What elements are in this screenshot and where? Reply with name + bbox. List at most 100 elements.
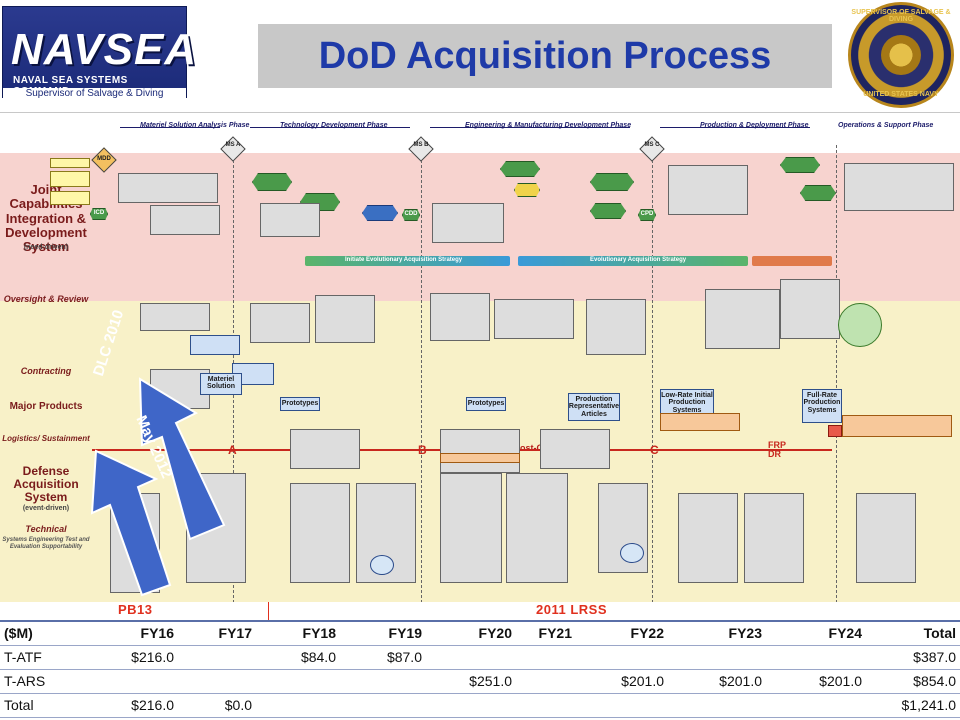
jcids-hex-1	[252, 173, 292, 191]
milestone-b-line	[421, 145, 422, 602]
cba-box	[50, 191, 90, 205]
emd-jcids-box	[432, 203, 504, 243]
post-cdr-a-label: Post-CDR A	[514, 443, 565, 453]
icd-label: ICD	[93, 210, 105, 216]
phase-line-2	[250, 127, 410, 128]
phase-materiel-solution: Materiel Solution Analysis Phase	[140, 122, 250, 129]
page-title: DoD Acquisition Process	[318, 34, 772, 77]
table-row: T-ATF $216.0 $84.0 $87.0 $387.0	[0, 644, 960, 669]
increment-bar	[752, 256, 832, 266]
col-header-fy22: FY22	[576, 620, 668, 645]
col-header-fy18: FY18	[256, 620, 340, 645]
navsea-logo-tagline: Supervisor of Salvage & Diving	[3, 88, 186, 100]
phase-line-1	[120, 127, 220, 128]
row-label-technical-sub: Systems Engineering Test and Evaluation …	[2, 537, 90, 550]
row-label-oversight: Oversight & Review	[3, 294, 89, 304]
table-cell: $201.0	[668, 668, 766, 693]
os-jcids-box	[844, 163, 954, 211]
col-header-unit: ($M)	[0, 620, 108, 645]
table-cell	[516, 644, 576, 669]
prototypes-1-box	[280, 397, 320, 411]
dlc-2010-arrow	[90, 449, 172, 597]
materiel-solution-label: Materiel Solution	[207, 376, 235, 391]
budget-section: PB13 2011 LRSS ($M) FY16 FY17 FY18 FY19 …	[0, 602, 960, 720]
initiate-strategy-bar	[305, 256, 510, 266]
table-cell	[256, 668, 340, 693]
cdd-label: CDD	[404, 211, 418, 217]
table-cell: $84.0	[256, 644, 340, 669]
table-cell	[576, 692, 668, 718]
table-cell	[256, 692, 340, 718]
phase-line-4	[660, 127, 810, 128]
production-rep-label: Production Representative Articles	[568, 396, 620, 418]
budget-table: ($M) FY16 FY17 FY18 FY19 FY20 FY21 FY22 …	[0, 620, 960, 718]
jcids-hex-4	[500, 161, 540, 177]
technical-box-9	[744, 493, 804, 583]
acquisition-chart: Materiel Solution Analysis Phase Technol…	[0, 112, 960, 602]
milestone-a-label: MS A	[225, 142, 241, 148]
navsea-logo: NAVSEA NAVAL SEA SYSTEMS COMMAND Supervi…	[2, 6, 196, 100]
prototypes-2-box	[466, 397, 506, 411]
ioc-line	[836, 145, 837, 602]
jsr-box	[260, 203, 320, 237]
cdd-hex-icon	[402, 209, 420, 221]
table-cell	[178, 668, 256, 693]
frp-dr-label: FRP DR	[768, 440, 786, 459]
title-box: DoD Acquisition Process	[258, 24, 832, 88]
seal-top-text: SUPERVISOR OF SALVAGE & DIVING	[851, 9, 951, 23]
table-cell: $216.0	[108, 644, 178, 669]
technical-box-10	[856, 493, 916, 583]
table-row: Total $216.0 $0.0 $1,241.0	[0, 692, 960, 718]
frp-systems-label: Full-Rate Production Systems	[803, 392, 841, 414]
milestone-c-label: MS C	[644, 142, 660, 148]
table-cell	[516, 692, 576, 718]
table-cell	[668, 644, 766, 669]
table-row: T-ARS $251.0 $201.0 $201.0 $201.0 $854.0	[0, 668, 960, 693]
technical-box-6	[506, 473, 568, 583]
jcids-hex-3	[362, 205, 398, 221]
table-cell-total: $387.0	[866, 644, 960, 669]
col-header-fy20: FY20	[426, 620, 516, 645]
table-cell	[766, 692, 866, 718]
col-header-fy24: FY24	[766, 620, 866, 645]
jcids-info-box	[118, 173, 218, 203]
evolutionary-strategy-bar	[518, 256, 748, 266]
col-header-fy19: FY19	[340, 620, 426, 645]
evolutionary-strategy-label: Evolutionary Acquisition Strategy	[590, 257, 687, 263]
phase-technology-development: Technology Development Phase	[280, 122, 388, 129]
table-cell: $201.0	[576, 668, 668, 693]
milestone-c-line	[652, 145, 653, 602]
slide-header: NAVSEA NAVAL SEA SYSTEMS COMMAND Supervi…	[0, 0, 960, 110]
col-header-fy16: FY16	[108, 620, 178, 645]
row-label-contracting: Contracting	[20, 366, 72, 376]
row-label-defense-acq-sub: (event-driven)	[22, 505, 70, 512]
table-cell-total: $854.0	[866, 668, 960, 693]
col-header-fy23: FY23	[668, 620, 766, 645]
cpd-hex-icon	[638, 209, 656, 221]
may-2012-arrow	[138, 377, 226, 541]
jcids-hex-9	[800, 185, 836, 201]
timeline-arrows-icon	[90, 377, 226, 597]
tds-box	[150, 205, 220, 235]
col-header-fy17: FY17	[178, 620, 256, 645]
table-cell: $216.0	[108, 692, 178, 718]
supsalv-seal-icon: SUPERVISOR OF SALVAGE & DIVING UNITED ST…	[848, 2, 954, 108]
col-header-total: Total	[866, 620, 960, 645]
oversight-box-6	[430, 293, 490, 341]
frp-systems-box	[802, 389, 842, 423]
col-header-fy21: FY21	[516, 620, 576, 645]
strategic-guidance-box	[50, 158, 90, 168]
table-cell: $201.0	[766, 668, 866, 693]
lrip-label: Low-Rate Initial Production Systems	[661, 392, 713, 414]
row-label-jcids-sub: (need-driven)	[23, 244, 69, 251]
phase-operations-support: Operations & Support Phase	[838, 122, 934, 129]
red-marker-box	[828, 425, 842, 437]
table-cell: $0.0	[178, 692, 256, 718]
row-label-t-atf: T-ATF	[0, 644, 108, 669]
oversight-box-5	[315, 295, 375, 343]
pbl-strategy-bar	[440, 453, 520, 463]
budget-header-row: ($M) FY16 FY17 FY18 FY19 FY20 FY21 FY22 …	[0, 620, 960, 645]
phase-line-3	[430, 127, 630, 128]
row-label-t-ars: T-ARS	[0, 668, 108, 693]
ops-support-box	[842, 415, 952, 437]
